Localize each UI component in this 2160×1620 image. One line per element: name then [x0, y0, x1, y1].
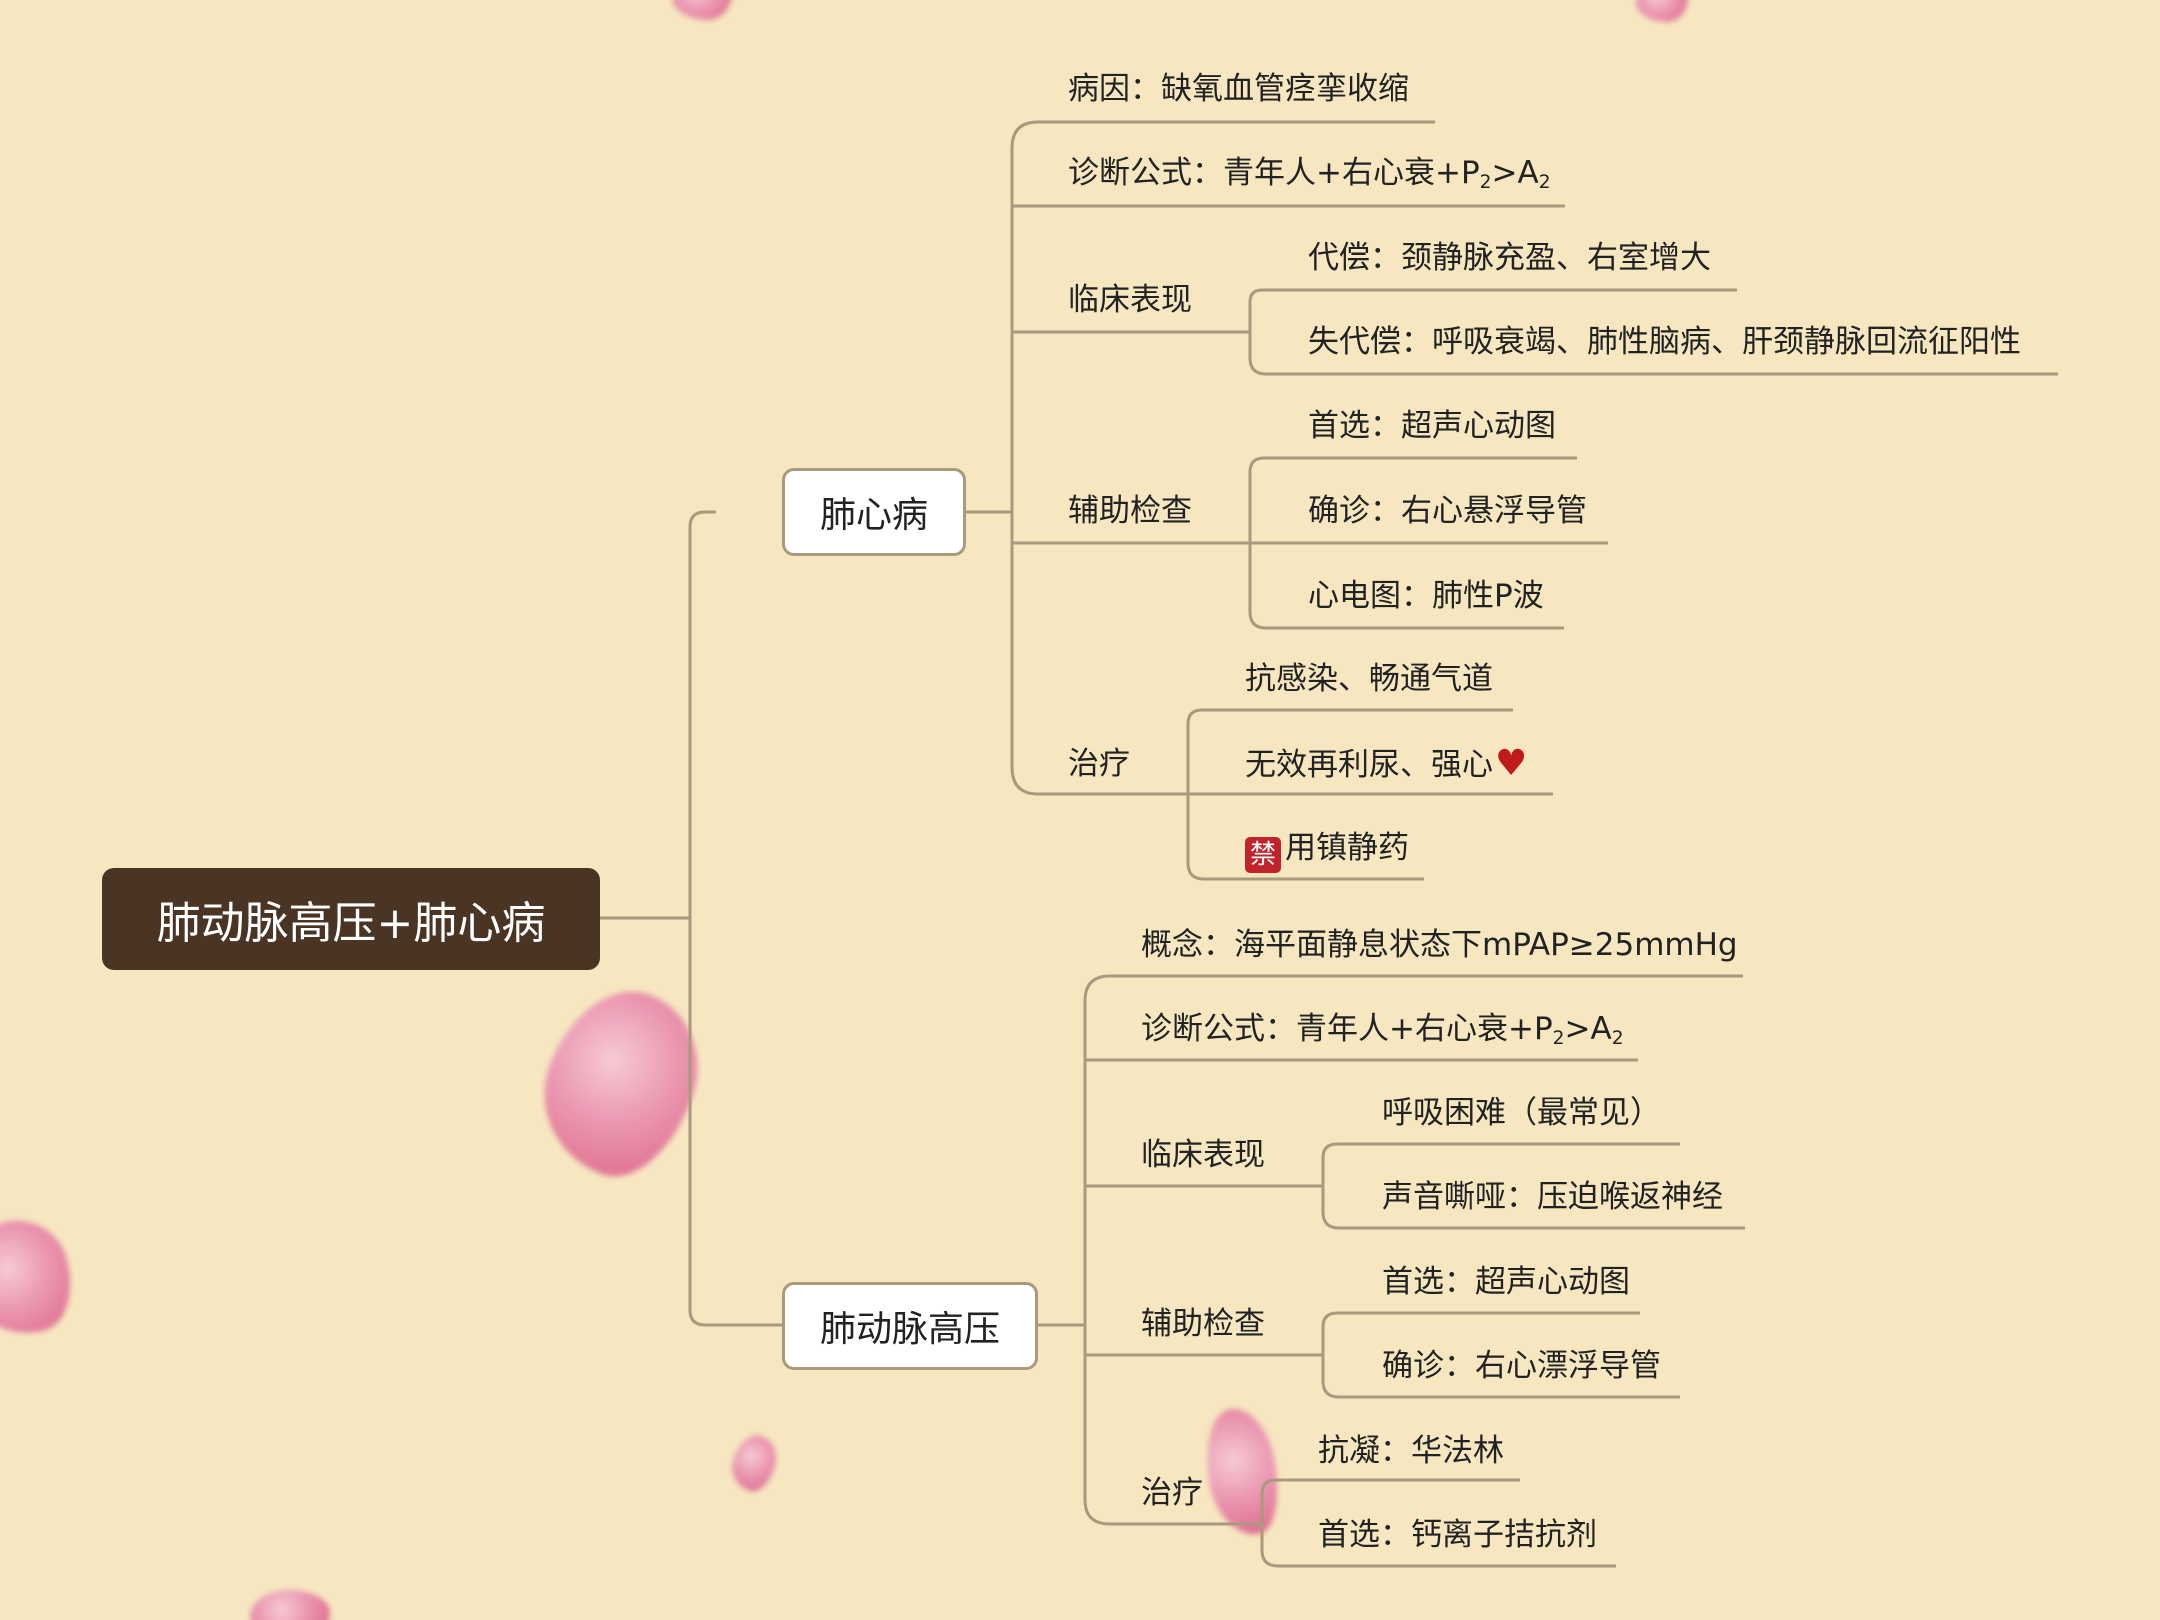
- subscript: 2: [1479, 172, 1492, 193]
- petal-decoration: [1636, 0, 1688, 22]
- root-node[interactable]: 肺动脉高压+肺心病: [102, 868, 600, 970]
- diagnosis-text: >A: [1564, 1011, 1612, 1047]
- node-ecg[interactable]: 心电图：肺性P波: [1308, 578, 1544, 614]
- diagnosis-text: 诊断公式：青年人+右心衰+P: [1141, 1011, 1553, 1047]
- diuretic-text: 无效再利尿、强心: [1245, 747, 1493, 783]
- node-anti-infection[interactable]: 抗感染、畅通气道: [1245, 661, 1493, 697]
- subscript: 2: [1538, 172, 1551, 193]
- node-clinical[interactable]: 临床表现: [1141, 1137, 1265, 1173]
- node-hoarseness[interactable]: 声音嘶哑：压迫喉返神经: [1382, 1179, 1723, 1215]
- diagnosis-text: 诊断公式：青年人+右心衰+P: [1068, 155, 1480, 191]
- node-anticoagulant[interactable]: 抗凝：华法林: [1318, 1433, 1504, 1469]
- node-diagnosis-formula[interactable]: 诊断公式：青年人+右心衰+P2>A2: [1141, 1009, 1624, 1059]
- node-concept[interactable]: 概念：海平面静息状态下mPAP≥25mmHg: [1141, 927, 1738, 963]
- node-confirm[interactable]: 确诊：右心悬浮导管: [1308, 493, 1587, 529]
- node-treatment[interactable]: 治疗: [1141, 1475, 1203, 1511]
- node-auxiliary-exam[interactable]: 辅助检查: [1141, 1306, 1265, 1342]
- node-first-choice[interactable]: 首选：超声心动图: [1382, 1264, 1630, 1300]
- no-sedative-text: 用镇静药: [1285, 830, 1409, 866]
- subscript: 2: [1611, 1028, 1624, 1049]
- node-etiology[interactable]: 病因：缺氧血管痉挛收缩: [1068, 71, 1409, 107]
- node-dyspnea[interactable]: 呼吸困难（最常见）: [1382, 1095, 1661, 1131]
- heart-icon: ♥: [1495, 743, 1528, 784]
- branch-node-feixinbing[interactable]: 肺心病: [782, 468, 966, 556]
- node-confirm[interactable]: 确诊：右心漂浮导管: [1382, 1348, 1661, 1384]
- petal-decoration: [672, 0, 732, 20]
- diagnosis-text: >A: [1491, 155, 1539, 191]
- branch-node-feidongmai[interactable]: 肺动脉高压: [782, 1282, 1038, 1370]
- node-no-sedative[interactable]: 禁用镇静药: [1245, 828, 1409, 873]
- node-clinical[interactable]: 临床表现: [1068, 282, 1192, 318]
- node-diagnosis-formula[interactable]: 诊断公式：青年人+右心衰+P2>A2: [1068, 153, 1551, 203]
- node-treatment[interactable]: 治疗: [1068, 746, 1130, 782]
- node-calcium-blocker[interactable]: 首选：钙离子拮抗剂: [1318, 1517, 1597, 1553]
- prohibited-icon: 禁: [1245, 837, 1281, 873]
- node-first-choice[interactable]: 首选：超声心动图: [1308, 408, 1556, 444]
- subscript: 2: [1552, 1028, 1565, 1049]
- node-auxiliary-exam[interactable]: 辅助检查: [1068, 493, 1192, 529]
- node-compensated[interactable]: 代偿：颈静脉充盈、右室增大: [1308, 240, 1711, 276]
- node-decompensated[interactable]: 失代偿：呼吸衰竭、肺性脑病、肝颈静脉回流征阳性: [1308, 324, 2021, 360]
- node-diuretic[interactable]: 无效再利尿、强心♥: [1245, 744, 1527, 785]
